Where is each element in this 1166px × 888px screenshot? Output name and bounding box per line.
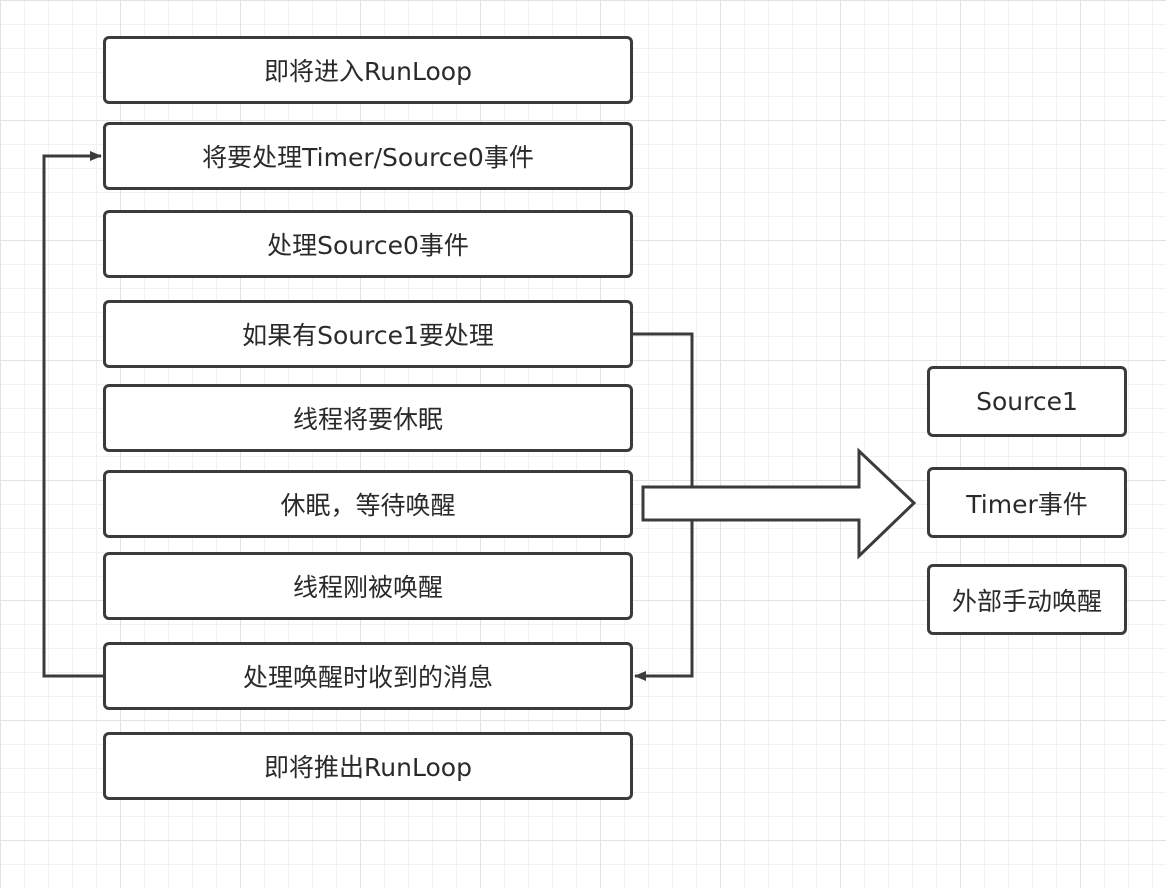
- wake-source-source1: Source1: [927, 366, 1127, 437]
- wake-source-manual: 外部手动唤醒: [927, 564, 1127, 635]
- step-label: 处理唤醒时收到的消息: [242, 663, 493, 692]
- wake-source-timer: Timer事件: [927, 467, 1127, 538]
- step-label: 将要处理Timer/Source0事件: [202, 143, 534, 172]
- step-label: 休眠，等待唤醒: [280, 491, 456, 520]
- step-label: 即将推出RunLoop: [264, 753, 472, 782]
- step-after-wakeup: 线程刚被唤醒: [103, 552, 633, 620]
- step-sleep-wait: 休眠，等待唤醒: [103, 470, 633, 538]
- step-if-source1: 如果有Source1要处理: [103, 300, 633, 368]
- loop-back-arrow: [42, 151, 103, 678]
- step-label: 线程将要休眠: [292, 405, 443, 434]
- wake-source-label: Timer事件: [966, 489, 1088, 519]
- step-handle-wakeup-message: 处理唤醒时收到的消息: [103, 642, 633, 710]
- step-label: 即将进入RunLoop: [264, 57, 472, 86]
- step-label: 线程刚被唤醒: [292, 573, 443, 602]
- step-before-timers-sources: 将要处理Timer/Source0事件: [103, 122, 633, 190]
- wake-source-label: 外部手动唤醒: [951, 586, 1102, 616]
- step-exit-runloop: 即将推出RunLoop: [103, 732, 633, 800]
- wake-source-label: Source1: [976, 387, 1078, 416]
- step-handle-source0: 处理Source0事件: [103, 210, 633, 278]
- step-label: 处理Source0事件: [267, 231, 469, 260]
- wake-sources-block-arrow: [641, 447, 917, 560]
- step-enter-runloop: 即将进入RunLoop: [103, 36, 633, 104]
- step-label: 如果有Source1要处理: [242, 321, 494, 350]
- source1-skip-arrow: [633, 332, 694, 681]
- step-before-sleep: 线程将要休眠: [103, 384, 633, 452]
